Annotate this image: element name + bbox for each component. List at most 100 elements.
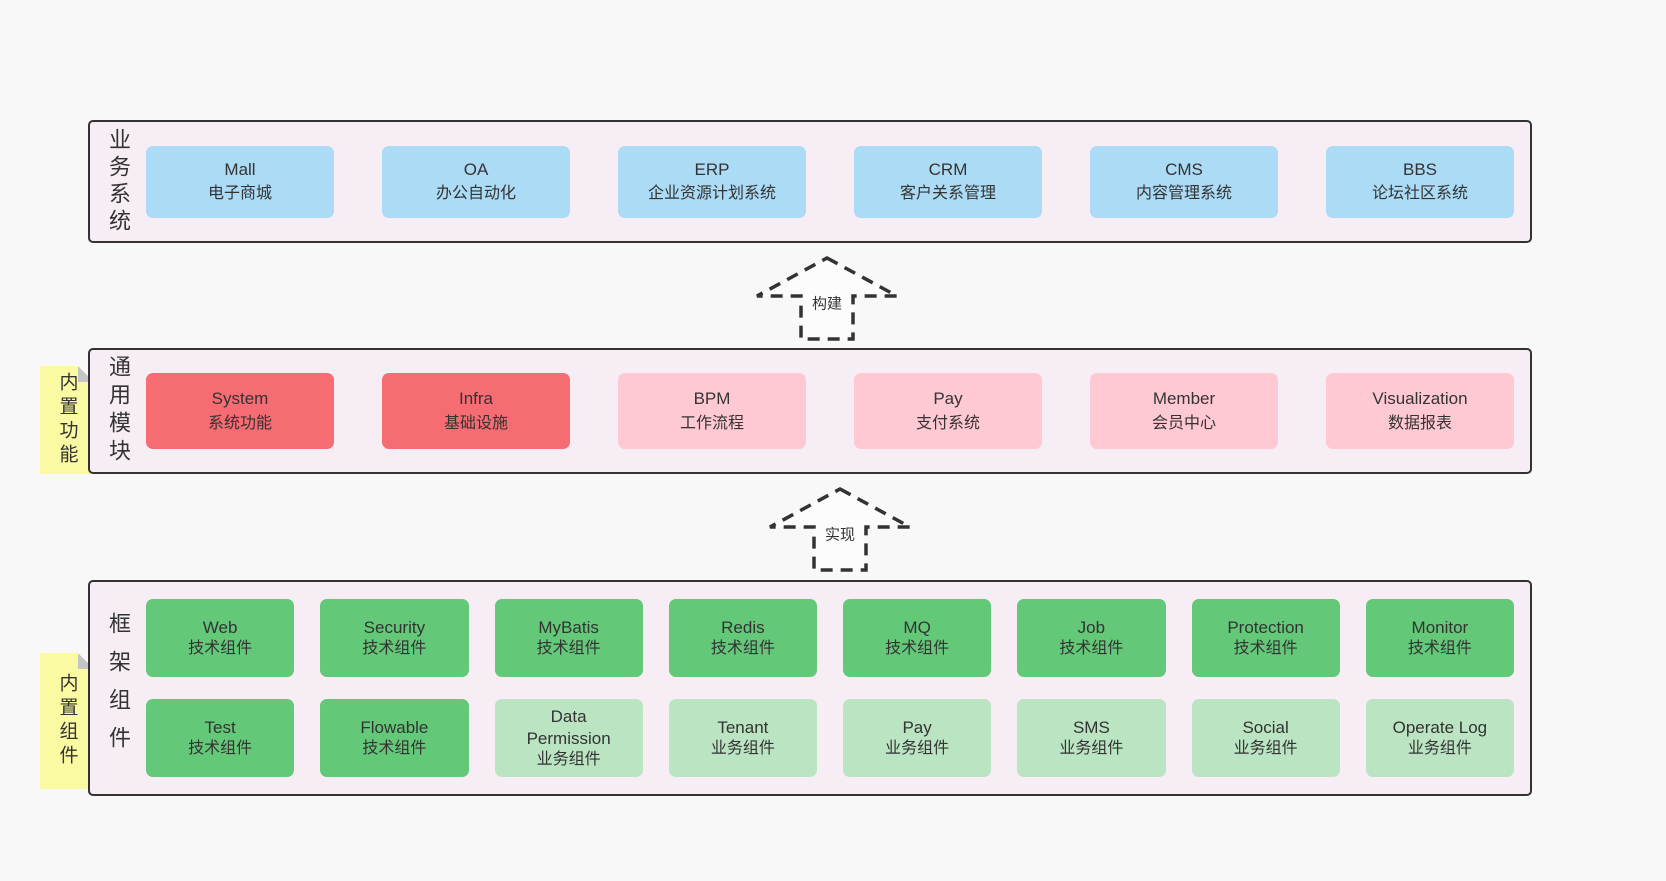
components-rows: Web 技术组件 Security 技术组件 MyBatis 技术组件 Redi… bbox=[146, 599, 1530, 777]
box-social: Social 业务组件 bbox=[1191, 699, 1340, 777]
box-title: Protection bbox=[1227, 617, 1304, 637]
box-cms: CMS 内容管理系统 bbox=[1090, 145, 1278, 218]
box-subtitle: 内容管理系统 bbox=[1135, 185, 1232, 203]
box-title: ERP bbox=[694, 159, 730, 179]
box-title: Member bbox=[1152, 389, 1216, 409]
box-subtitle: 支付系统 bbox=[915, 414, 980, 432]
box-title: Test bbox=[204, 717, 236, 737]
box-subtitle: 技术组件 bbox=[188, 739, 253, 757]
box-subtitle: 办公自动化 bbox=[435, 185, 516, 203]
box-mybatis: MyBatis 技术组件 bbox=[494, 599, 643, 677]
box-subtitle: 客户关系管理 bbox=[899, 185, 996, 203]
box-flowable: Flowable 技术组件 bbox=[320, 699, 469, 777]
components-box-row-2: Test 技术组件 Flowable 技术组件 Data Permission … bbox=[146, 699, 1514, 777]
box-mq: MQ 技术组件 bbox=[843, 599, 992, 677]
box-title: BBS bbox=[1402, 159, 1438, 179]
box-title: Operate Log bbox=[1392, 717, 1488, 737]
box-subtitle: 业务组件 bbox=[885, 739, 950, 757]
box-member: Member 会员中心 bbox=[1090, 373, 1278, 449]
box-subtitle: 论坛社区系统 bbox=[1371, 185, 1468, 203]
box-subtitle: 技术组件 bbox=[710, 639, 775, 657]
box-pay-component: Pay 业务组件 bbox=[843, 699, 992, 777]
box-operate-log: Operate Log 业务组件 bbox=[1365, 699, 1514, 777]
modules-box-row: System 系统功能 Infra 基础设施 BPM 工作流程 Pay 支付系统… bbox=[146, 373, 1530, 449]
box-subtitle: 企业资源计划系统 bbox=[647, 185, 776, 203]
box-subtitle: 电子商城 bbox=[207, 185, 272, 203]
box-title: Monitor bbox=[1411, 617, 1469, 637]
business-box-row: Mall 电子商城 OA 办公自动化 ERP 企业资源计划系统 CRM 客户关系… bbox=[146, 145, 1530, 218]
box-mall: Mall 电子商城 bbox=[146, 145, 334, 218]
layer-framework-components: 框架组件 Web 技术组件 Security 技术组件 MyBatis 技术组件… bbox=[88, 580, 1532, 796]
components-box-row-1: Web 技术组件 Security 技术组件 MyBatis 技术组件 Redi… bbox=[146, 599, 1514, 677]
box-oa: OA 办公自动化 bbox=[382, 145, 570, 218]
box-security: Security 技术组件 bbox=[320, 599, 469, 677]
box-subtitle: 技术组件 bbox=[1059, 639, 1124, 657]
box-title: Social bbox=[1242, 717, 1289, 737]
box-title: Pay bbox=[902, 717, 932, 737]
box-job: Job 技术组件 bbox=[1017, 599, 1166, 677]
up-arrow-build: 构建 bbox=[753, 255, 901, 343]
layer-side-label: 业务系统 bbox=[106, 127, 131, 236]
sticky-tab-label: 内置功能 bbox=[56, 372, 78, 468]
box-title: Pay bbox=[933, 389, 963, 409]
box-bbs: BBS 论坛社区系统 bbox=[1326, 145, 1514, 218]
box-title: System bbox=[211, 389, 269, 409]
box-title: Security bbox=[363, 617, 426, 637]
sticky-tab-built-in-components: 内置组件 bbox=[40, 653, 94, 789]
arrow-build-label: 构建 bbox=[811, 295, 843, 313]
up-arrow-dashed-icon bbox=[769, 487, 911, 572]
box-subtitle: 业务组件 bbox=[1233, 739, 1298, 757]
box-title: MQ bbox=[903, 617, 931, 637]
box-title: Mall bbox=[224, 159, 256, 179]
sticky-tab-built-in-functions: 内置功能 bbox=[40, 366, 94, 474]
box-test: Test 技术组件 bbox=[146, 699, 295, 777]
box-system: System 系统功能 bbox=[146, 373, 334, 449]
box-data-permission: Data Permission 业务组件 bbox=[494, 699, 643, 777]
up-arrow-implement: 实现 bbox=[766, 486, 914, 574]
box-subtitle: 技术组件 bbox=[1233, 639, 1298, 657]
box-title: OA bbox=[463, 159, 489, 179]
box-title: Infra bbox=[458, 389, 494, 409]
layer-business-systems: 业务系统 Mall 电子商城 OA 办公自动化 ERP 企业资源计划系统 CRM… bbox=[88, 120, 1532, 243]
box-subtitle: 技术组件 bbox=[536, 639, 601, 657]
box-subtitle: 工作流程 bbox=[679, 414, 744, 432]
box-subtitle: 技术组件 bbox=[362, 739, 427, 757]
box-subtitle: 技术组件 bbox=[1407, 639, 1472, 657]
box-title: Visualization bbox=[1372, 389, 1468, 409]
box-visualization: Visualization 数据报表 bbox=[1326, 373, 1514, 449]
box-infra: Infra 基础设施 bbox=[382, 373, 570, 449]
box-subtitle: 业务组件 bbox=[710, 739, 775, 757]
box-subtitle: 技术组件 bbox=[362, 639, 427, 657]
box-title: Redis bbox=[721, 617, 765, 637]
box-subtitle: 业务组件 bbox=[1407, 739, 1472, 757]
box-title: CMS bbox=[1165, 159, 1203, 179]
box-subtitle: 业务组件 bbox=[1059, 739, 1124, 757]
box-title: Flowable bbox=[360, 717, 429, 737]
layer-side-label: 框架组件 bbox=[106, 612, 131, 764]
box-sms: SMS 业务组件 bbox=[1017, 699, 1166, 777]
box-tenant: Tenant 业务组件 bbox=[668, 699, 817, 777]
box-web: Web 技术组件 bbox=[146, 599, 295, 677]
box-protection: Protection 技术组件 bbox=[1191, 599, 1340, 677]
box-title: SMS bbox=[1072, 717, 1110, 737]
box-title: Tenant bbox=[717, 717, 769, 737]
box-monitor: Monitor 技术组件 bbox=[1365, 599, 1514, 677]
box-title: MyBatis bbox=[538, 617, 599, 637]
arrow-implement-label: 实现 bbox=[824, 526, 856, 544]
box-subtitle: 基础设施 bbox=[443, 414, 508, 432]
box-subtitle: 会员中心 bbox=[1151, 414, 1216, 432]
box-title: Job bbox=[1077, 617, 1106, 637]
box-title: BPM bbox=[693, 389, 731, 409]
box-title: Web bbox=[202, 617, 238, 637]
up-arrow-dashed-icon bbox=[756, 256, 898, 341]
box-subtitle: 系统功能 bbox=[207, 414, 272, 432]
box-bpm: BPM 工作流程 bbox=[618, 373, 806, 449]
layer-side-label: 通用模块 bbox=[106, 355, 131, 467]
box-subtitle: 技术组件 bbox=[885, 639, 950, 657]
box-crm: CRM 客户关系管理 bbox=[854, 145, 1042, 218]
box-pay-module: Pay 支付系统 bbox=[854, 373, 1042, 449]
sticky-tab-label: 内置组件 bbox=[56, 673, 78, 769]
layer-common-modules: 通用模块 System 系统功能 Infra 基础设施 BPM 工作流程 Pay… bbox=[88, 348, 1532, 474]
box-subtitle: 业务组件 bbox=[536, 750, 601, 768]
